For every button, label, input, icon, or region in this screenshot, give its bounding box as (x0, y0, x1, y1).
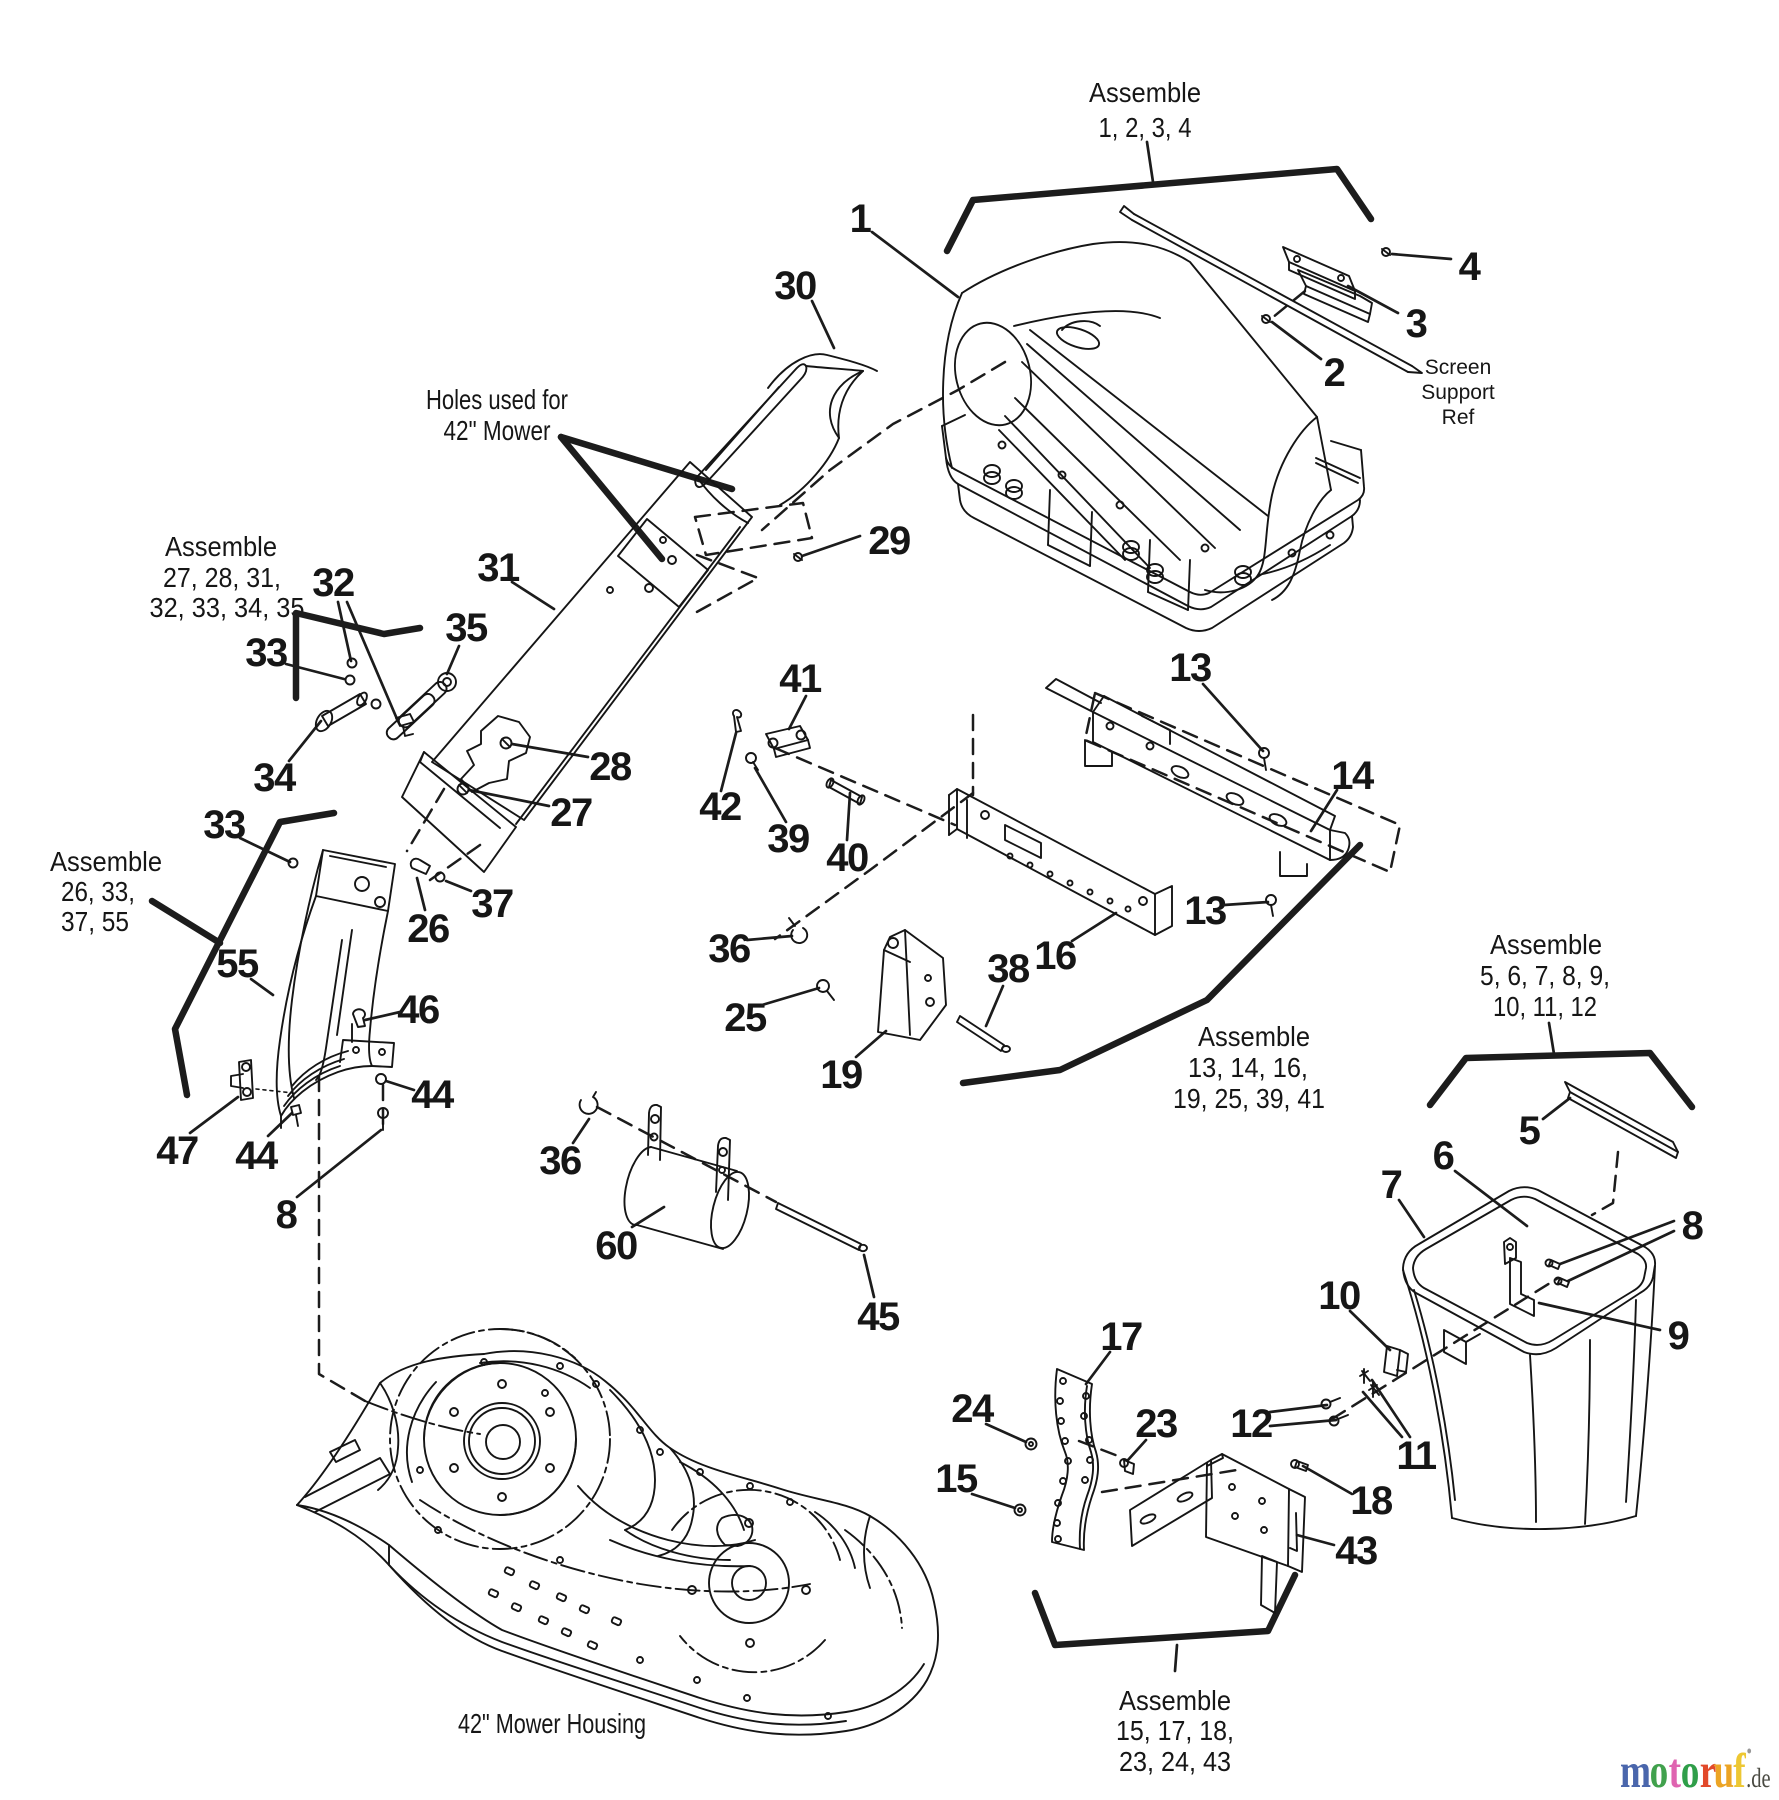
svg-text:15, 17, 18,: 15, 17, 18, (1116, 1715, 1234, 1746)
svg-text:24: 24 (951, 1387, 995, 1431)
svg-text:5, 6, 7, 8, 9,: 5, 6, 7, 8, 9, (1480, 960, 1610, 991)
svg-text:12: 12 (1230, 1402, 1272, 1446)
svg-text:o: o (1650, 1744, 1669, 1798)
svg-text:47: 47 (156, 1129, 198, 1173)
svg-text:33: 33 (203, 803, 245, 847)
svg-text:Assemble: Assemble (165, 531, 277, 562)
svg-text:4: 4 (1459, 245, 1482, 289)
svg-text:28: 28 (589, 745, 632, 789)
svg-text:f: f (1733, 1744, 1746, 1798)
svg-text:23: 23 (1135, 1402, 1177, 1446)
svg-text:40: 40 (826, 836, 868, 880)
svg-text:27, 28, 31,: 27, 28, 31, (163, 562, 281, 593)
svg-text:26, 33,: 26, 33, (61, 876, 135, 907)
svg-text:6: 6 (1433, 1134, 1454, 1178)
svg-text:Assemble: Assemble (1198, 1021, 1310, 1052)
svg-text:m: m (1620, 1744, 1651, 1798)
svg-text:36: 36 (708, 927, 750, 971)
svg-text:Ref: Ref (1442, 406, 1475, 429)
svg-text:37, 55: 37, 55 (61, 906, 129, 937)
svg-text:27: 27 (550, 791, 592, 835)
svg-text:18: 18 (1350, 1479, 1393, 1523)
svg-text:Screen: Screen (1425, 356, 1492, 379)
svg-text:5: 5 (1519, 1109, 1541, 1153)
svg-text:.de: .de (1746, 1764, 1770, 1793)
svg-text:60: 60 (595, 1224, 637, 1268)
svg-text:46: 46 (397, 988, 439, 1032)
svg-text:7: 7 (1381, 1163, 1402, 1207)
svg-text:1, 2, 3, 4: 1, 2, 3, 4 (1099, 112, 1192, 143)
svg-text:37: 37 (471, 882, 513, 926)
svg-text:41: 41 (779, 657, 822, 701)
svg-text:8: 8 (1682, 1204, 1704, 1248)
svg-text:Holes used for: Holes used for (426, 384, 568, 415)
svg-text:10: 10 (1318, 1274, 1360, 1318)
svg-text:44: 44 (235, 1134, 279, 1178)
svg-text:13, 14, 16,: 13, 14, 16, (1188, 1052, 1308, 1083)
svg-text:10, 11, 12: 10, 11, 12 (1493, 991, 1597, 1022)
svg-text:45: 45 (857, 1295, 900, 1339)
svg-text:33: 33 (245, 631, 287, 675)
svg-text:23, 24, 43: 23, 24, 43 (1119, 1746, 1231, 1777)
svg-text:38: 38 (987, 947, 1030, 991)
svg-text:17: 17 (1100, 1315, 1142, 1359)
svg-text:2: 2 (1324, 351, 1345, 395)
svg-text:o: o (1681, 1744, 1700, 1798)
svg-text:13: 13 (1184, 889, 1226, 933)
svg-text:42" Mower Housing: 42" Mower Housing (458, 1708, 646, 1739)
svg-text:29: 29 (868, 519, 910, 563)
svg-text:55: 55 (216, 942, 259, 986)
svg-text:16: 16 (1034, 934, 1076, 978)
svg-text:32: 32 (312, 561, 354, 605)
svg-text:43: 43 (1335, 1529, 1377, 1573)
svg-text:14: 14 (1331, 754, 1375, 798)
svg-text:r: r (1700, 1744, 1717, 1798)
svg-text:19: 19 (820, 1053, 862, 1097)
svg-text:19, 25, 39, 41: 19, 25, 39, 41 (1173, 1083, 1325, 1114)
svg-text:Assemble: Assemble (1089, 77, 1201, 108)
svg-text:35: 35 (445, 606, 488, 650)
svg-text:32, 33, 34, 35: 32, 33, 34, 35 (150, 592, 305, 623)
svg-text:1: 1 (850, 197, 872, 241)
svg-text:8: 8 (276, 1193, 298, 1237)
svg-text:39: 39 (767, 817, 809, 861)
svg-text:26: 26 (407, 907, 449, 951)
svg-text:34: 34 (253, 756, 297, 800)
svg-text:44: 44 (411, 1073, 455, 1117)
svg-text:9: 9 (1668, 1314, 1689, 1358)
svg-text:Assemble: Assemble (50, 846, 162, 877)
svg-text:Assemble: Assemble (1490, 929, 1602, 960)
svg-text:11: 11 (1396, 1434, 1437, 1478)
svg-text:t: t (1669, 1744, 1682, 1798)
svg-text:42" Mower: 42" Mower (444, 415, 551, 446)
svg-text:3: 3 (1406, 302, 1427, 346)
svg-text:25: 25 (724, 996, 767, 1040)
svg-text:36: 36 (539, 1139, 581, 1183)
svg-text:Support: Support (1421, 381, 1495, 404)
svg-text:u: u (1713, 1744, 1734, 1798)
svg-text:30: 30 (774, 264, 816, 308)
svg-text:13: 13 (1169, 646, 1211, 690)
svg-text:Assemble: Assemble (1119, 1685, 1231, 1716)
